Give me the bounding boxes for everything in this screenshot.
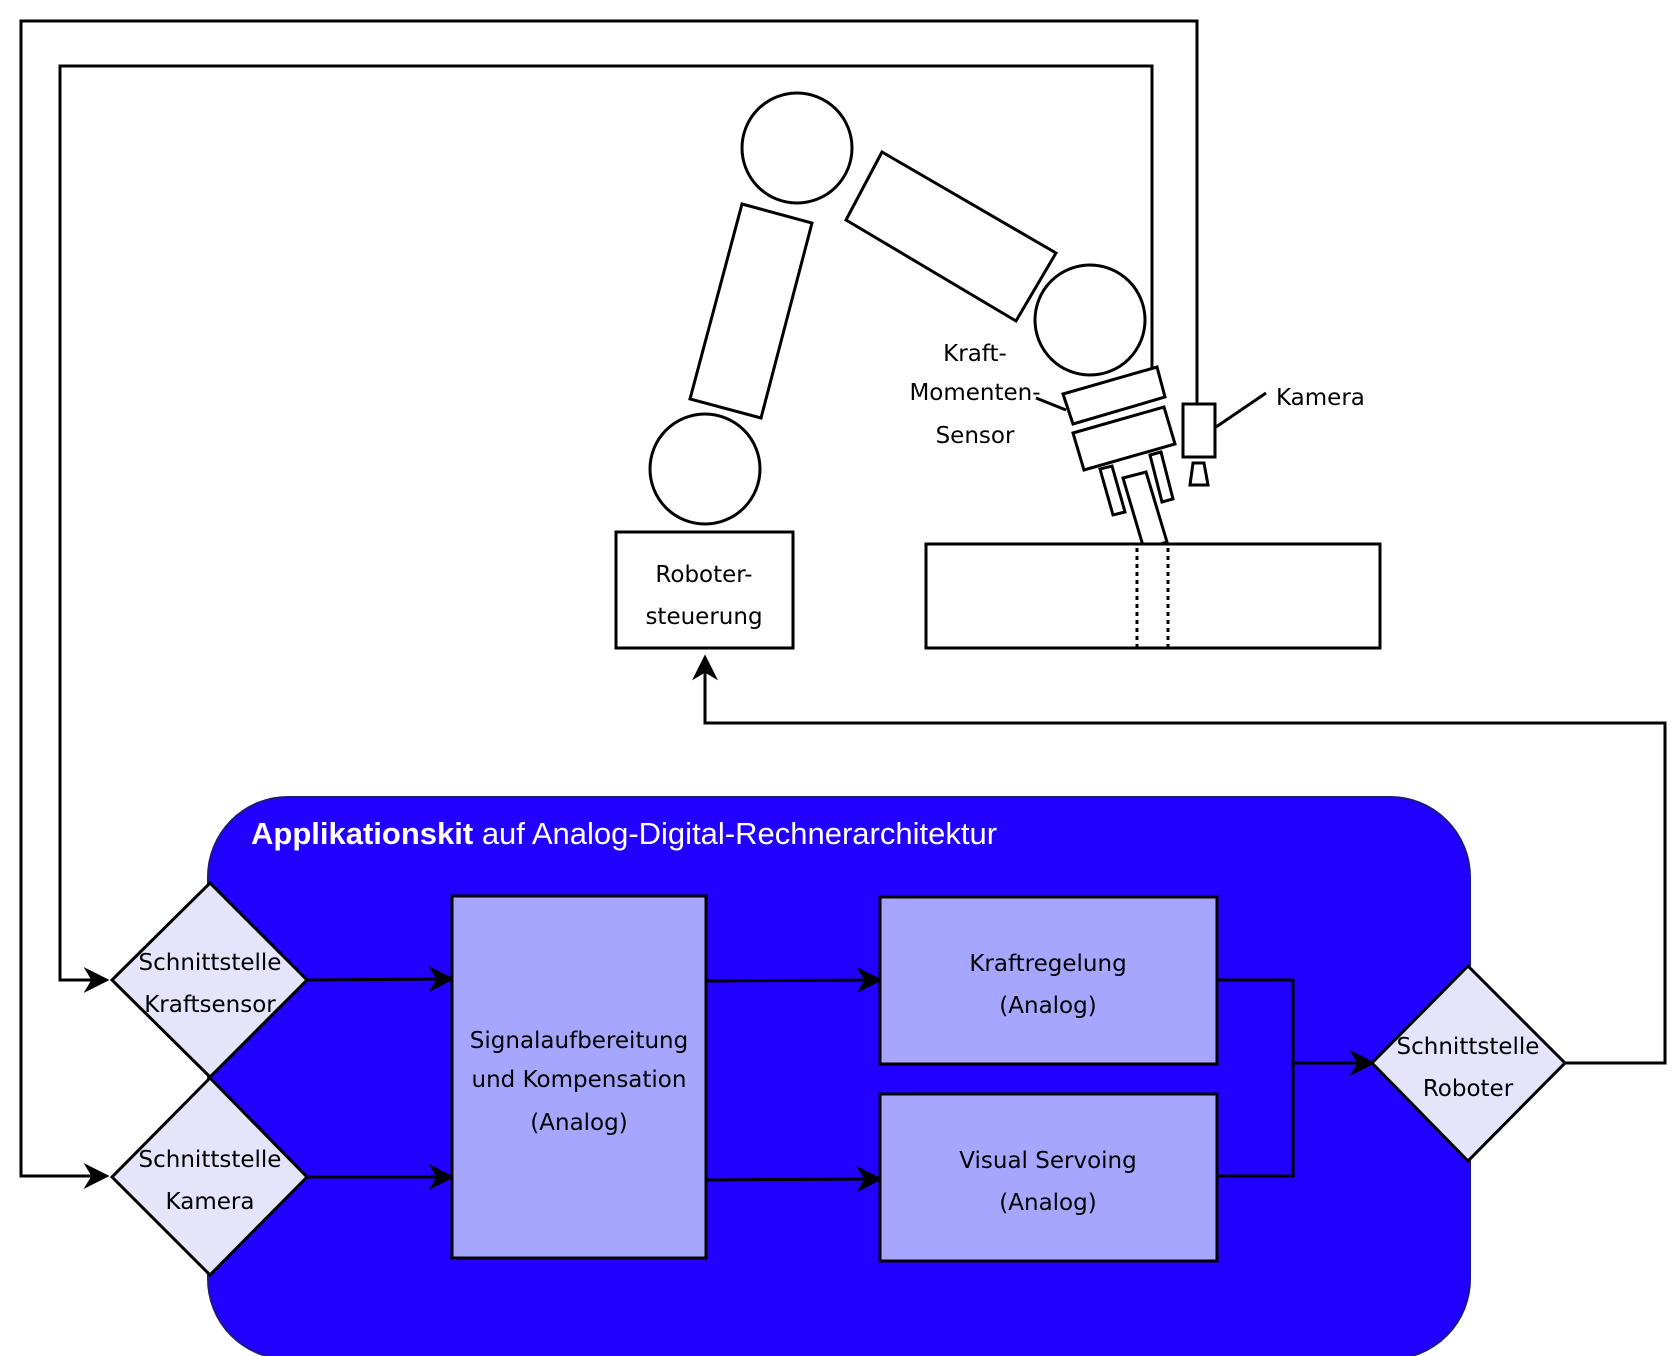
robot-command-line bbox=[692, 654, 1667, 1065]
robot-lower-link bbox=[688, 202, 814, 420]
force-sensor-feedback-line bbox=[58, 64, 1154, 993]
interface-roboter-line1: Schnittstelle bbox=[1397, 1034, 1540, 1060]
block-visual-servoing: Visual Servoing (Analog) bbox=[878, 1092, 1219, 1263]
interface-kraftsensor: Schnittstelle Kraftsensor bbox=[109, 880, 310, 1080]
robot-elbow-joint bbox=[740, 91, 854, 205]
camera-label: Kamera bbox=[1276, 385, 1365, 411]
kraftregelung-output-line bbox=[1217, 978, 1295, 1063]
block-kraftregelung: Kraftregelung (Analog) bbox=[878, 895, 1219, 1066]
block-visual-servoing-line2: (Analog) bbox=[999, 1190, 1096, 1216]
camera-icon bbox=[1181, 402, 1217, 487]
application-kit-title: Applikationskit auf Analog-Digital-Rechn… bbox=[251, 816, 997, 851]
controller-line2: steuerung bbox=[645, 604, 762, 630]
interface-kamera-line2: Kamera bbox=[166, 1189, 255, 1215]
block-kraftregelung-line1: Kraftregelung bbox=[969, 951, 1126, 977]
interface-kraftsensor-line2: Kraftsensor bbox=[144, 992, 276, 1018]
interface-kamera-line1: Schnittstelle bbox=[139, 1147, 282, 1173]
visual-servoing-output-line bbox=[1217, 1063, 1295, 1178]
robot-base-joint bbox=[648, 412, 762, 526]
camera-feedback-line bbox=[19, 19, 1199, 1189]
force-torque-sensor bbox=[1061, 365, 1167, 426]
sensor-label-leader bbox=[1035, 396, 1067, 412]
force-interface-to-signal-line bbox=[306, 966, 455, 993]
camera-label-leader bbox=[1215, 391, 1267, 429]
application-kit-container bbox=[207, 796, 1471, 1356]
sensor-label-line1: Kraft- bbox=[943, 341, 1007, 367]
block-signal-line1: Signalaufbereitung bbox=[470, 1028, 688, 1054]
interface-kraftsensor-line1: Schnittstelle bbox=[139, 950, 282, 976]
sensor-label-line2: Momenten- bbox=[909, 380, 1040, 406]
block-signal-line2: und Kompensation bbox=[472, 1067, 687, 1093]
robot-wrist-joint bbox=[1033, 263, 1147, 377]
tool-peg bbox=[1121, 470, 1169, 551]
sensor-label-line3: Sensor bbox=[936, 423, 1015, 449]
interface-kamera: Schnittstelle Kamera bbox=[109, 1075, 310, 1278]
workpiece bbox=[924, 542, 1382, 650]
robot-upper-link bbox=[844, 149, 1059, 324]
gripper-finger-left bbox=[1098, 464, 1127, 517]
gripper-body bbox=[1071, 405, 1177, 472]
block-signal-line3: (Analog) bbox=[530, 1110, 627, 1136]
robot-controller: Roboter- steuerung bbox=[614, 530, 795, 650]
signal-to-visual-servoing-line bbox=[705, 1166, 883, 1193]
robot-arm bbox=[648, 91, 1177, 551]
signal-to-kraftregelung-line bbox=[705, 967, 883, 994]
interface-roboter-line2: Roboter bbox=[1423, 1076, 1514, 1102]
block-visual-servoing-line1: Visual Servoing bbox=[959, 1148, 1136, 1174]
gripper-finger-right bbox=[1148, 450, 1175, 504]
block-kraftregelung-line2: (Analog) bbox=[999, 993, 1096, 1019]
block-signalaufbereitung: Signalaufbereitung und Kompensation (Ana… bbox=[450, 894, 708, 1260]
controller-line1: Roboter- bbox=[655, 562, 752, 588]
interface-roboter: Schnittstelle Roboter bbox=[1369, 963, 1568, 1164]
